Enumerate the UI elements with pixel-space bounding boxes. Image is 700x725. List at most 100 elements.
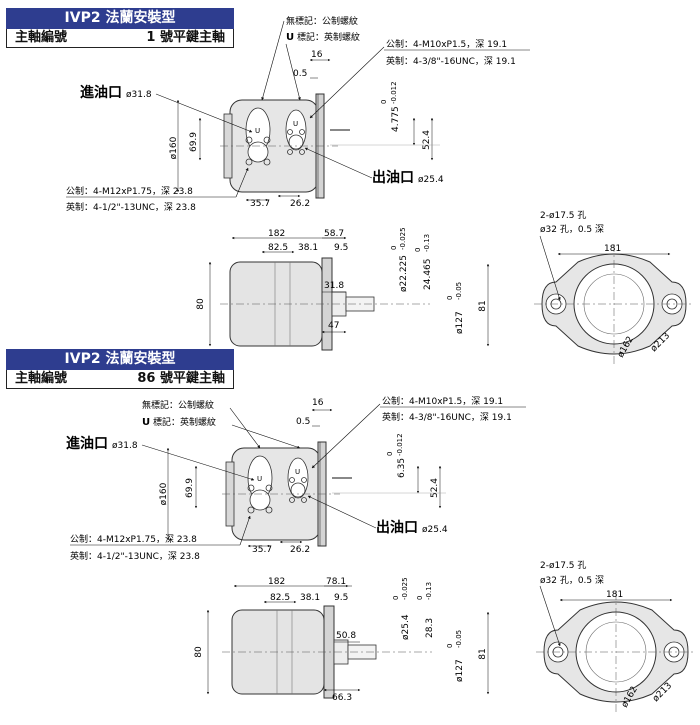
outlet-size: ø25.4 [422,525,448,535]
outlet-label: 出油口 [376,519,418,536]
key-tol-lo: -0.012 [396,433,404,456]
dim-38-1: 38.1 [298,243,318,253]
dim-0-5: 0.5 [293,69,307,79]
shaft-row: 主軸編號 1 號平鍵主軸 [6,29,234,48]
dia2-tol-up: 0 [416,596,424,600]
dim-181: 181 [606,590,623,600]
flange-view [535,591,697,713]
outlet-metric-note: 公制：4-M10xP1.5，深 19.1 [386,38,507,50]
key-tol-lo: -0.012 [390,81,398,104]
inlet-metric-note: 公制：4-M12xP1.75，深 23.8 [70,533,197,545]
key-tol-up: 0 [380,100,388,104]
key-dim: 4.775 [391,106,401,132]
inlet-imperial-note: 英制：4-1/2"-13UNC，深 23.8 [66,201,196,213]
dia3: ø127 [455,659,465,682]
flange-counterbore: ø32 孔，0.5 深 [540,224,604,235]
outlet-imperial-note: 英制：4-3/8"-16UNC，深 19.1 [386,55,516,67]
dia1: ø25.4 [401,614,411,640]
inlet-size: ø31.8 [112,441,138,451]
dim-182: 182 [268,229,285,239]
dia3-tol-lo: -0.05 [455,282,463,300]
dim-181: 181 [604,244,621,254]
shaft-label: 主軸編號 [15,30,68,45]
key-dim: 6.35 [397,458,407,478]
dia3-tol-up: 0 [446,644,454,648]
dim-81: 81 [478,648,488,659]
dim-38-1: 38.1 [300,593,320,603]
dia2: 28.3 [425,618,435,638]
dim-82-5: 82.5 [270,593,290,603]
outlet-imperial-note: 英制：4-3/8"-16UNC，深 19.1 [382,411,512,423]
dim-182: 182 [268,577,285,587]
dim-31-8: 31.8 [324,281,344,291]
note-no-mark: 無標記：公制螺紋 [286,15,358,27]
section-1-header: IVP2 法蘭安裝型 主軸編號 1 號平鍵主軸 [6,8,234,48]
dim-9-5: 9.5 [334,593,348,603]
inlet-label: 進油口 [80,84,122,101]
shaft-row: 主軸編號 86 號平鍵主軸 [6,370,234,389]
dim-160: ø160 [169,136,179,159]
shaft-label: 主軸編號 [15,371,68,386]
inlet-metric-note: 公制：4-M12xP1.75，深 23.8 [66,185,193,197]
dia3: ø127 [455,311,465,334]
dim-26-2: 26.2 [290,199,310,209]
inlet-imperial-note: 英制：4-1/2"-13UNC，深 23.8 [70,550,200,562]
note-u-mark: 標記：英制螺紋 [153,416,216,428]
flange-counterbore: ø32 孔，0.5 深 [540,575,604,586]
dim-0-5: 0.5 [296,417,310,427]
outlet-metric-note: 公制：4-M10xP1.5，深 19.1 [382,395,503,407]
pump-front-view [221,441,341,547]
section-2-header: IVP2 法蘭安裝型 主軸編號 86 號平鍵主軸 [6,349,234,389]
dim-35-7: 35.7 [252,545,272,555]
section-2-drawings: 無標記：公制螺紋 U 標記：英制螺紋 公制：4-M10xP1.5，深 19.1 … [66,395,697,713]
flange-view [533,243,695,365]
key-tol-up: 0 [386,452,394,456]
dim-80: 80 [194,646,204,658]
pump-front-view [219,93,339,199]
dim-16: 16 [312,398,324,408]
flange-holes: 2-ø17.5 孔 [540,560,586,571]
dim-78-1: 78.1 [326,577,346,587]
inlet-size: ø31.8 [126,90,152,100]
note-u-mark-letter: U [286,32,294,43]
dia2-tol-lo: -0.13 [423,234,431,252]
dia2: 24.465 [423,259,433,291]
flange-holes: 2-ø17.5 孔 [540,210,586,221]
dim-50-8: 50.8 [336,631,356,641]
dim-82-5: 82.5 [268,243,288,253]
dim-52-4: 52.4 [422,130,432,150]
note-u-mark-letter: U [142,417,150,428]
shaft-value: 1 號平鍵主軸 [146,30,225,45]
dim-81: 81 [478,300,488,311]
dim-26-2: 26.2 [290,545,310,555]
dia1-tol-up: 0 [390,246,398,250]
dia1: ø22.225 [399,255,409,292]
dia1-tol-lo: -0.025 [401,577,409,600]
note-no-mark: 無標記：公制螺紋 [142,399,214,411]
outlet-size: ø25.4 [418,175,444,185]
dim-58-7: 58.7 [324,229,344,239]
dim-160: ø160 [159,482,169,505]
dim-35-7: 35.7 [250,199,270,209]
shaft-value: 86 號平鍵主軸 [137,371,225,386]
section-1-drawings: 無標記：公制螺紋 U 標記：英制螺紋 公制：4-M10xP1.5，深 19.1 … [66,15,695,365]
dim-80: 80 [196,298,206,310]
dia2-tol-lo: -0.13 [425,582,433,600]
section-title: IVP2 法蘭安裝型 [6,349,234,370]
dia3-tol-up: 0 [446,296,454,300]
dim-9-5: 9.5 [334,243,348,253]
dim-66-3: 66.3 [332,693,352,703]
dim-16: 16 [311,50,323,60]
outlet-label: 出油口 [372,169,414,186]
section-title: IVP2 法蘭安裝型 [6,8,234,29]
inlet-label: 進油口 [66,435,108,452]
dia1-tol-up: 0 [392,596,400,600]
dia2-tol-up: 0 [414,248,422,252]
dia1-tol-lo: -0.025 [399,227,407,250]
dim-47: 47 [328,321,339,331]
dim-69-9: 69.9 [185,478,195,498]
note-u-mark: 標記：英制螺紋 [297,31,360,43]
dim-69-9: 69.9 [189,132,199,152]
dia3-tol-lo: -0.05 [455,630,463,648]
